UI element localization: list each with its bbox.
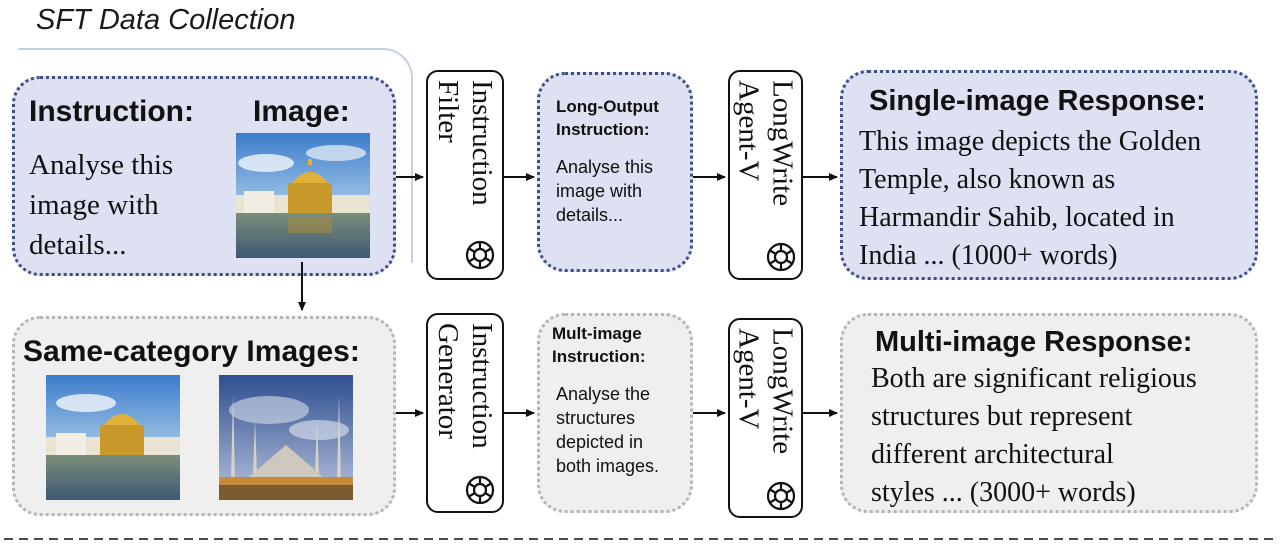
openai-logo-icon — [465, 240, 495, 270]
instruction-generator-label: Instruction Generator — [432, 323, 498, 449]
golden-temple-photo-small — [46, 375, 180, 500]
long-output-instruction-panel: Long-Output Instruction: Analyse this im… — [537, 72, 693, 272]
multi-response-text: Both are significant religious structure… — [871, 363, 1197, 508]
longwrite-agent-bottom-label: LongWrite Agent-V — [732, 328, 799, 455]
openai-logo-icon — [766, 242, 796, 272]
section-title: SFT Data Collection — [36, 4, 296, 36]
same-category-label: Same-category Images: — [23, 335, 360, 368]
openai-logo-icon — [766, 481, 796, 511]
long-output-text: Analyse this image with details... — [556, 157, 654, 225]
instruction-text: Analyse this image with details... — [29, 149, 174, 261]
photo-icon — [236, 133, 370, 258]
input-panel: Instruction: Analyse this image with det… — [12, 76, 396, 276]
multi-image-instruction-panel: Mult-image Instruction: Analyse the stru… — [537, 313, 693, 513]
same-category-panel: Same-category Images: — [12, 316, 396, 516]
instruction-filter-label: Instruction Filter — [432, 80, 498, 206]
openai-logo-icon — [465, 475, 495, 505]
multi-response-title: Multi-image Response: — [875, 326, 1193, 358]
single-image-response-panel: Single-image Response: This image depict… — [840, 70, 1258, 280]
mosque-photo — [219, 375, 353, 500]
instruction-filter-box: Instruction Filter — [426, 70, 504, 280]
single-response-text: This image depicts the Golden Temple, al… — [859, 126, 1202, 271]
long-output-title: Long-Output Instruction: — [556, 97, 659, 139]
longwrite-agent-top-label: LongWrite Agent-V — [732, 80, 799, 207]
photo-icon — [46, 375, 180, 500]
frame-outline — [18, 48, 413, 263]
multi-image-text: Analyse the structures depicted in both … — [556, 384, 660, 476]
photo-icon — [219, 375, 353, 500]
single-response-title: Single-image Response: — [869, 85, 1206, 117]
instruction-generator-box: Instruction Generator — [426, 313, 504, 513]
longwrite-agent-top-box: LongWrite Agent-V — [728, 70, 803, 280]
instruction-label: Instruction: — [29, 95, 194, 128]
golden-temple-photo — [236, 133, 370, 258]
longwrite-agent-bottom-box: LongWrite Agent-V — [728, 318, 803, 518]
image-label: Image: — [253, 95, 350, 128]
multi-image-title: Mult-image Instruction: — [552, 324, 646, 366]
multi-image-response-panel: Multi-image Response: Both are significa… — [840, 313, 1258, 513]
